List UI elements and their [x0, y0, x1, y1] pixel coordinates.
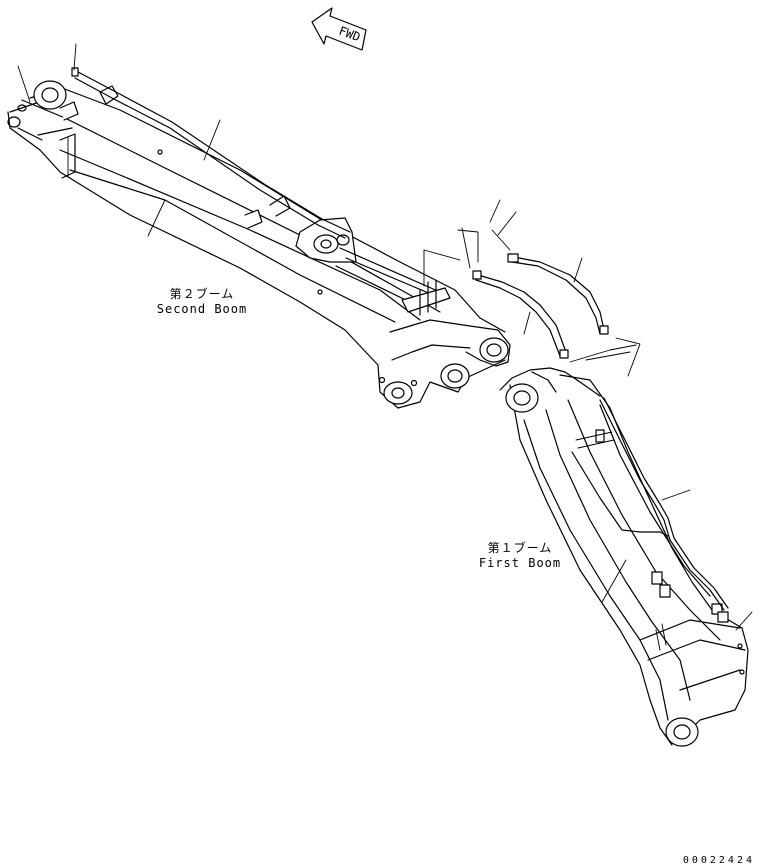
first-boom-drawing: [499, 367, 753, 747]
hose-assembly-drawing: [423, 199, 641, 377]
second-boom-label-jp: 第２ブーム: [169, 287, 235, 301]
first-boom-label-jp: 第１ブーム: [487, 541, 553, 555]
second-boom-label-en: Second Boom: [156, 302, 248, 316]
document-number: 00022424: [682, 855, 755, 866]
second-boom-label: 第２ブーム Second Boom: [148, 285, 256, 316]
second-boom-drawing: [7, 43, 511, 409]
forward-arrow-icon: FWD: [311, 7, 367, 51]
first-boom-label: 第１ブーム First Boom: [470, 539, 570, 570]
fwd-label: FWD: [337, 24, 362, 45]
first-boom-label-en: First Boom: [478, 556, 562, 570]
